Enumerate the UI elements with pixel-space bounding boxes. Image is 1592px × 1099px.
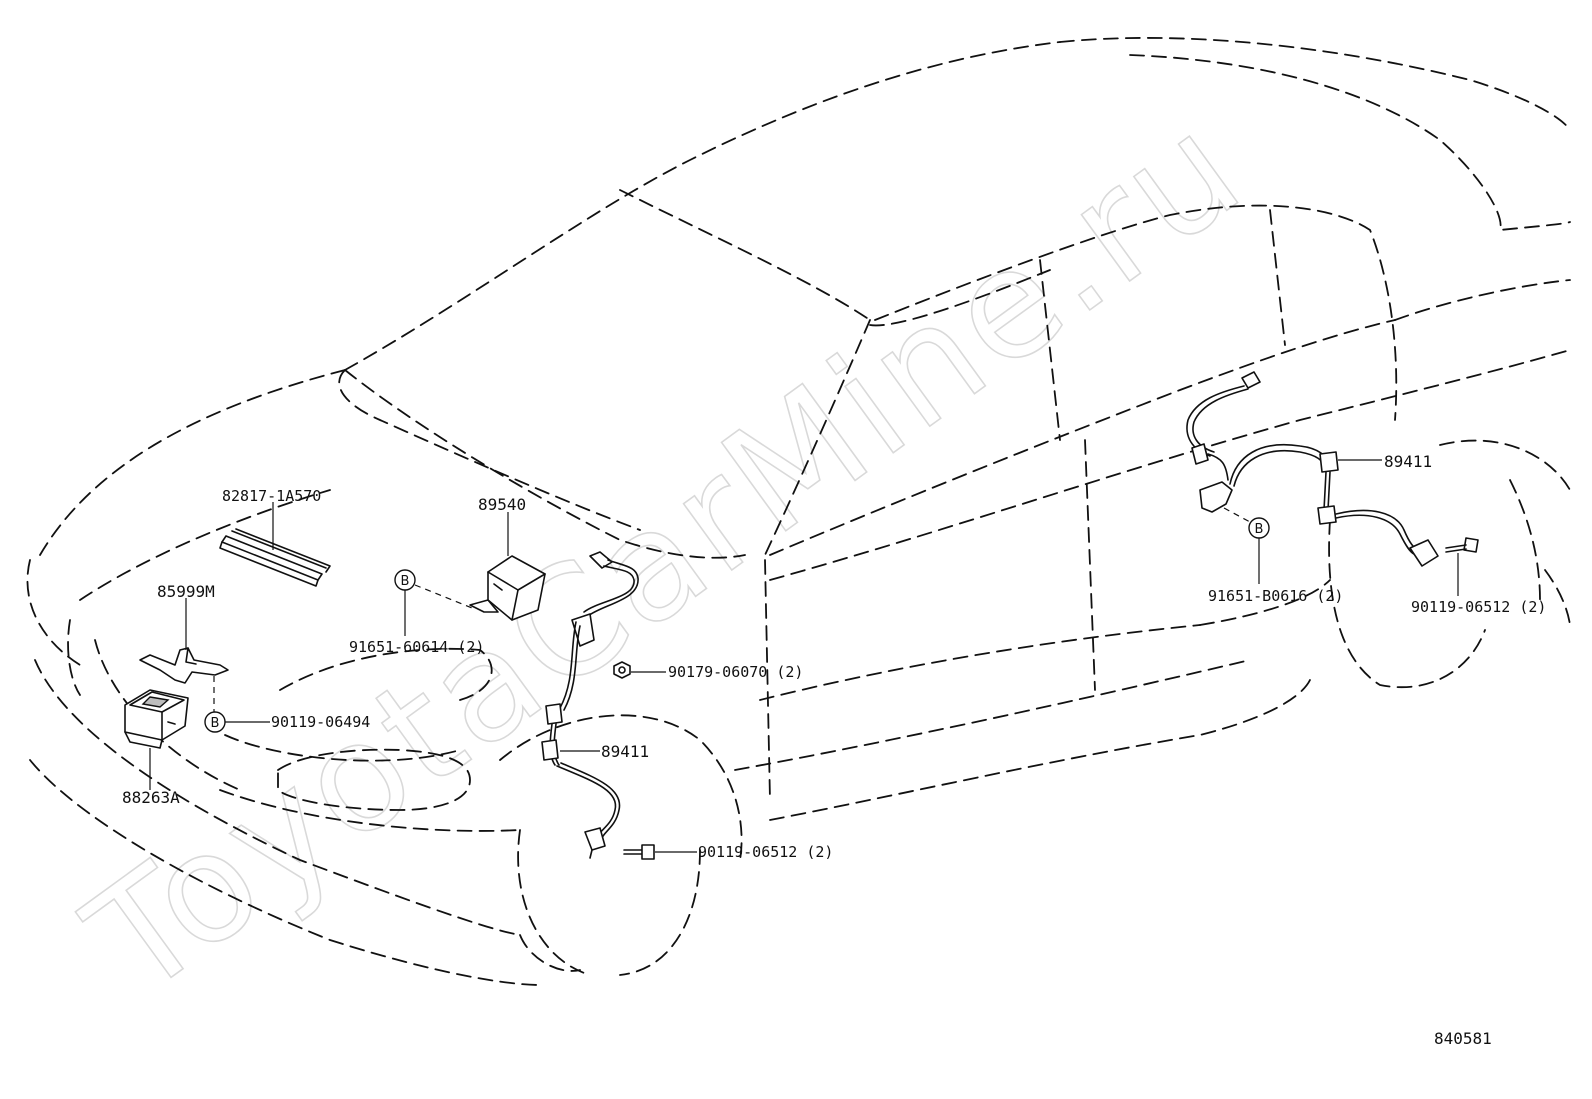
marker-b-rear-clip: B [1248,517,1270,539]
rear-sensor-wire [1186,371,1439,567]
front-nut-label: 90179-06070 (2) [668,663,803,681]
diagram-number: 840581 [1434,1029,1492,1048]
relay-block-part [124,689,189,749]
svg-text:B: B [1255,522,1264,537]
svg-text:B: B [211,716,220,731]
hood-seal-label: 82817-1A570 [222,487,321,505]
rear-clip-label: 91651-B0616 (2) [1208,587,1343,605]
front-sensor-label: 89411 [601,742,649,761]
marker-b-front-bolt: B [204,711,226,733]
bracket-label: 85999M [157,582,215,601]
front-sensor-bolt-part [623,844,655,860]
rear-sensor-bolt-part [1445,537,1479,553]
rear-clip-dashed-leader [1223,507,1251,523]
rear-sensor-bolt-label: 90119-06512 (2) [1411,598,1546,616]
marker-b-front-clip: B [394,569,416,591]
watermark-text: ToyotaCarMine.ru [58,81,1273,1030]
svg-text:B: B [401,574,410,589]
computer-label: 89540 [478,495,526,514]
computer-part [469,555,546,621]
hood-seal-part [219,528,331,587]
front-sensor-bolt-label: 90119-06512 (2) [698,843,833,861]
car-outline [26,37,1571,986]
bracket-part [139,647,229,684]
front-bolt-label: 90119-06494 [271,713,370,731]
front-nut-part [613,661,631,679]
front-clip-label: 91651-60614 (2) [349,638,484,656]
rear-sensor-label: 89411 [1384,452,1432,471]
relay-block-label: 88263A [122,788,180,807]
front-sensor-wire [541,551,639,859]
